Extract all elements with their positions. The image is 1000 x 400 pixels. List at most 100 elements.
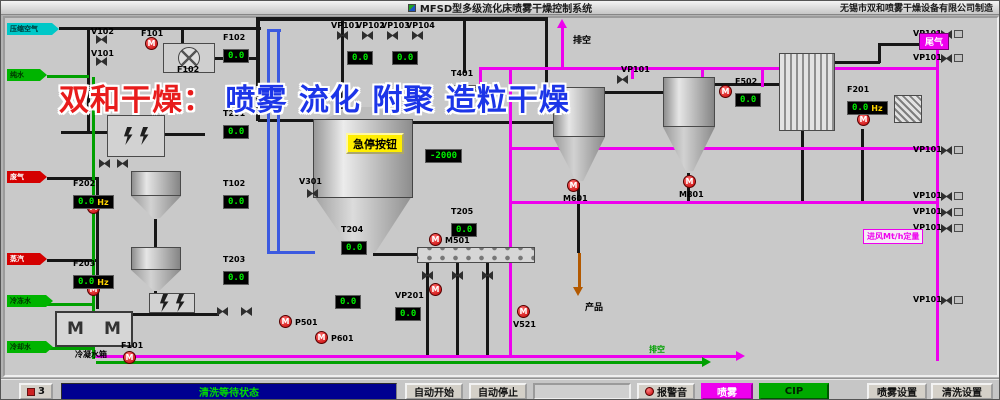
valve-icon[interactable] [452,271,463,280]
fanbox [163,43,215,73]
page-select-button[interactable]: 3 [19,383,53,399]
cyclone2 [553,87,605,183]
port-box [954,224,963,232]
magenta-pipe [701,67,704,81]
valve-icon[interactable] [307,189,318,198]
magenta-pipe [509,67,512,303]
label-F102: F102 [177,65,200,74]
alarm-sound-button[interactable]: 报警音 [637,383,695,399]
black-pipe [373,253,421,256]
motor-icon[interactable]: M [279,315,292,328]
motor-label: M801 [679,190,704,199]
alarm-sound-icon [645,387,654,396]
cyclone-body [663,77,715,127]
motor-icon[interactable]: M [683,175,696,188]
valve-icon[interactable] [941,224,952,233]
valve-icon[interactable] [96,57,107,66]
tag-label: F201 [847,85,870,94]
magenta-pipe [509,147,937,150]
valve-icon[interactable] [941,146,952,155]
valve-icon[interactable] [362,31,373,40]
motor-icon[interactable]: M [123,351,136,364]
heater [107,115,165,157]
motor-label: P601 [331,334,354,343]
valve-icon[interactable] [941,192,952,201]
tag-label: F202 [73,179,96,188]
display--2000: -2000 [425,143,463,163]
black-pipe [486,263,489,355]
black-pipe [463,21,466,73]
chamber-body [313,119,413,198]
black-pipe [834,61,880,64]
fluidbed [417,247,535,263]
valve-icon[interactable] [422,271,433,280]
watermark-brand: 双和干燥： [59,83,214,118]
blue-pipe [267,251,315,254]
spacer-panel [533,383,631,399]
cyclone-cone [131,195,181,219]
auto-stop-button[interactable]: 自动停止 [469,383,527,399]
flow-arrow [573,287,583,296]
button-label: 自动开始 [414,388,454,399]
valve-icon[interactable] [99,159,110,168]
valve-icon[interactable] [941,208,952,217]
valve-icon[interactable] [412,31,423,40]
cyclone-cone [663,126,715,172]
black-pipe [256,17,548,21]
valve-icon[interactable] [117,159,128,168]
valve-icon[interactable] [941,296,952,305]
clean-settings-button[interactable]: 清洗设置 [931,383,993,399]
status-bar: 清洗等待状态 [61,383,397,399]
window-title: MFSD型多级流化床喷雾干燥控制系统 [419,4,593,15]
black-pipe [456,263,459,355]
motor-icon[interactable]: M [429,233,442,246]
cip-button[interactable]: CIP [759,383,829,399]
valve-icon[interactable] [941,54,952,63]
black-pipe [577,183,580,253]
inlet-纯水: 纯水 [7,69,47,81]
valve-icon[interactable] [96,35,107,44]
tag-label: T203 [223,255,246,264]
motor-icon[interactable]: M [145,37,158,50]
display-0.0: 0.0 [392,45,419,65]
motor-icon[interactable]: M [315,331,328,344]
spray-button[interactable]: 喷雾 [701,383,753,399]
page-number: 3 [38,386,45,397]
motor-icon[interactable]: M [719,85,732,98]
valve-icon[interactable] [337,31,348,40]
page-indicator-icon [27,387,36,396]
button-label: 喷雾设置 [877,388,917,399]
value-readout: 0.0 [335,295,362,309]
black-pipe [61,131,109,134]
cyclone-cone [131,269,181,291]
black-pipe [878,43,881,63]
emergency-stop-button[interactable]: 急停按钮 [346,133,404,154]
spray-settings-button[interactable]: 喷雾设置 [867,383,927,399]
black-pipe [878,43,920,46]
magenta-pipe [509,301,512,355]
valve-icon[interactable] [482,271,493,280]
valve-icon[interactable] [617,75,628,84]
magenta-pipe [479,67,482,109]
tag-label: F102 [223,33,246,42]
black-pipe [59,27,261,30]
motor-icon[interactable]: M [429,283,442,296]
black-pipe [154,219,157,249]
green-pipe [47,303,92,306]
motor-label: M601 [563,194,588,203]
motor-icon[interactable]: M [567,179,580,192]
label-VP101: VP101 [621,65,650,74]
label-V301: V301 [299,177,322,186]
valve-icon[interactable] [241,307,252,316]
label-排空: 排空 [573,36,592,46]
auto-start-button[interactable]: 自动开始 [405,383,463,399]
valve-icon[interactable] [217,307,228,316]
valve-icon[interactable] [387,31,398,40]
motor-icon[interactable]: M [517,305,530,318]
label-排空: 排空 [649,345,665,354]
